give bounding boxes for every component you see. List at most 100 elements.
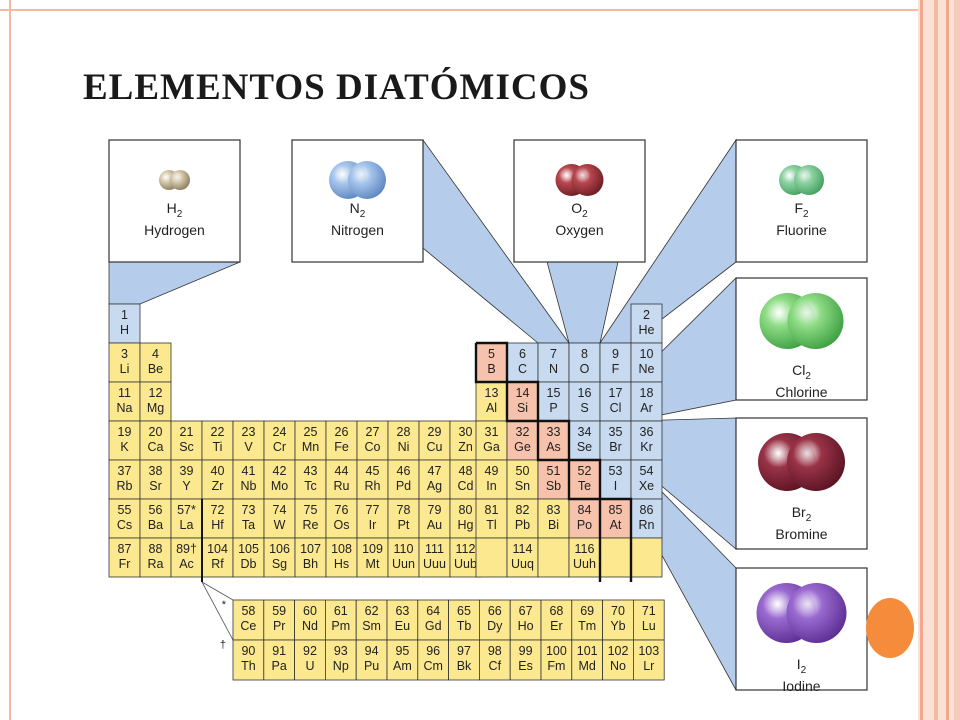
atomic-number: 6 xyxy=(519,347,526,361)
atomic-number: 105 xyxy=(238,542,259,556)
callout-box xyxy=(291,139,424,263)
callout-box xyxy=(513,139,646,263)
atomic-number: 7 xyxy=(550,347,557,361)
atomic-number: 34 xyxy=(578,425,592,439)
cell-bg xyxy=(356,420,389,461)
atomic-number: 48 xyxy=(459,464,473,478)
atomic-number: 38 xyxy=(149,464,163,478)
atomic-number: 98 xyxy=(488,644,502,658)
cell-bg xyxy=(355,599,388,641)
atomic-number: 31 xyxy=(485,425,499,439)
element-symbol: S xyxy=(580,401,588,415)
atomic-number: 17 xyxy=(609,386,623,400)
element-symbol: Bi xyxy=(548,518,559,532)
atomic-number: 106 xyxy=(269,542,290,556)
cell-bg xyxy=(633,599,665,641)
molecule-name: Chlorine xyxy=(775,384,827,400)
element-symbol: Bk xyxy=(457,659,472,673)
cell-bg xyxy=(387,459,420,500)
cell-bg xyxy=(232,599,265,641)
element-symbol: Th xyxy=(241,659,256,673)
element-symbol: I xyxy=(614,479,617,493)
element-symbol: Pu xyxy=(364,659,379,673)
element-cell: 4Be xyxy=(139,342,172,383)
molecule-callouts: H2HydrogenN2NitrogenO2OxygenF2FluorineCl… xyxy=(108,139,868,694)
element-symbol: Kr xyxy=(640,440,653,454)
element-symbol: Tl xyxy=(486,518,496,532)
atomic-number: 67 xyxy=(519,604,533,618)
cell-bg xyxy=(475,459,508,500)
atomic-number: 51 xyxy=(547,464,561,478)
element-symbol: Bh xyxy=(303,557,318,571)
atomic-number: 5 xyxy=(488,347,495,361)
element-symbol: Ba xyxy=(148,518,163,532)
metalloid-boundary xyxy=(476,341,633,582)
cell-bg xyxy=(294,599,326,641)
cell-bg xyxy=(568,420,601,461)
atomic-number: 102 xyxy=(608,644,629,658)
element-symbol: In xyxy=(486,479,496,493)
element-symbol: Hf xyxy=(211,518,224,532)
atomic-number: 1 xyxy=(121,308,128,322)
atomic-number: 100 xyxy=(546,644,567,658)
element-symbol: As xyxy=(546,440,561,454)
periodic-table: 1H2He3Li4Be5B6C7N8O9F10Ne11Na12Mg13Al14S… xyxy=(108,303,665,681)
cell-bg xyxy=(602,639,634,681)
element-symbol: Co xyxy=(365,440,381,454)
cell-bg xyxy=(263,498,296,539)
element-symbol: Pr xyxy=(273,619,286,633)
element-cell: 6C xyxy=(506,342,539,383)
atomic-number: 4 xyxy=(152,347,159,361)
atomic-number: 103 xyxy=(638,644,659,658)
cell-bg xyxy=(356,459,389,500)
cell-bg xyxy=(417,639,449,681)
cell-bg xyxy=(108,537,141,578)
atomic-number: 47 xyxy=(428,464,442,478)
element-symbol: Db xyxy=(241,557,257,571)
element-cell: 57*La xyxy=(170,498,203,539)
cell-bg xyxy=(263,537,296,578)
element-symbol: Os xyxy=(334,518,350,532)
cell-bg xyxy=(540,639,573,681)
element-cell: 53I xyxy=(599,459,632,500)
cell-bg xyxy=(537,537,570,578)
atomic-number: 88 xyxy=(149,542,163,556)
element-cell: 19K xyxy=(108,420,141,461)
molecule-icon xyxy=(779,165,824,195)
atomic-number: 41 xyxy=(242,464,256,478)
element-symbol: Li xyxy=(120,362,130,376)
element-symbol: Be xyxy=(148,362,163,376)
cell-bg xyxy=(170,459,203,500)
cell-bg xyxy=(630,498,663,539)
atomic-number: 20 xyxy=(149,425,163,439)
atomic-number: 104 xyxy=(207,542,228,556)
molecule-name: Oxygen xyxy=(555,222,603,238)
atomic-number: 27 xyxy=(366,425,380,439)
element-symbol: Hs xyxy=(334,557,349,571)
cell-bg xyxy=(232,639,265,681)
atomic-number: 114 xyxy=(513,542,533,556)
